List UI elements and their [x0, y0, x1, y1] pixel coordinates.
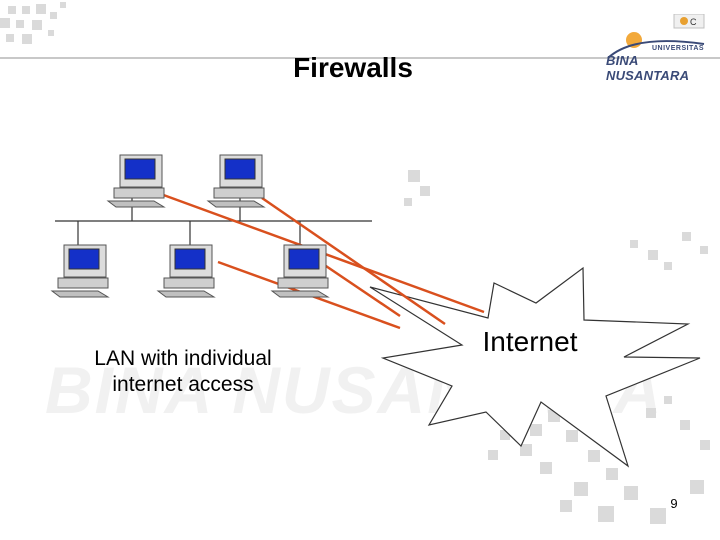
title-rule: [0, 57, 720, 59]
computer-icon: [156, 244, 216, 298]
logo-line1: UNIVERSITAS: [652, 45, 705, 52]
slide-title: Firewalls: [293, 52, 413, 83]
logo-line2: BINA NUSANTARA: [606, 53, 690, 83]
lan-caption-line1: LAN with individual: [94, 347, 272, 370]
lan-caption: LAN with individual internet access: [58, 346, 308, 398]
internet-label: Internet: [482, 326, 578, 357]
university-logo: C: [607, 14, 705, 59]
page-number: 9: [670, 496, 678, 511]
svg-text:C: C: [690, 17, 697, 27]
computer-icon: [106, 154, 166, 208]
connection-line-2: [261, 196, 446, 326]
lan-caption-line2: internet access: [112, 373, 254, 396]
computer-icon: [50, 244, 110, 298]
computer-icon: [270, 244, 330, 298]
internet-cloud-shape: [369, 266, 701, 468]
connection-line-4: [319, 260, 401, 318]
computer-icon: [206, 154, 266, 208]
